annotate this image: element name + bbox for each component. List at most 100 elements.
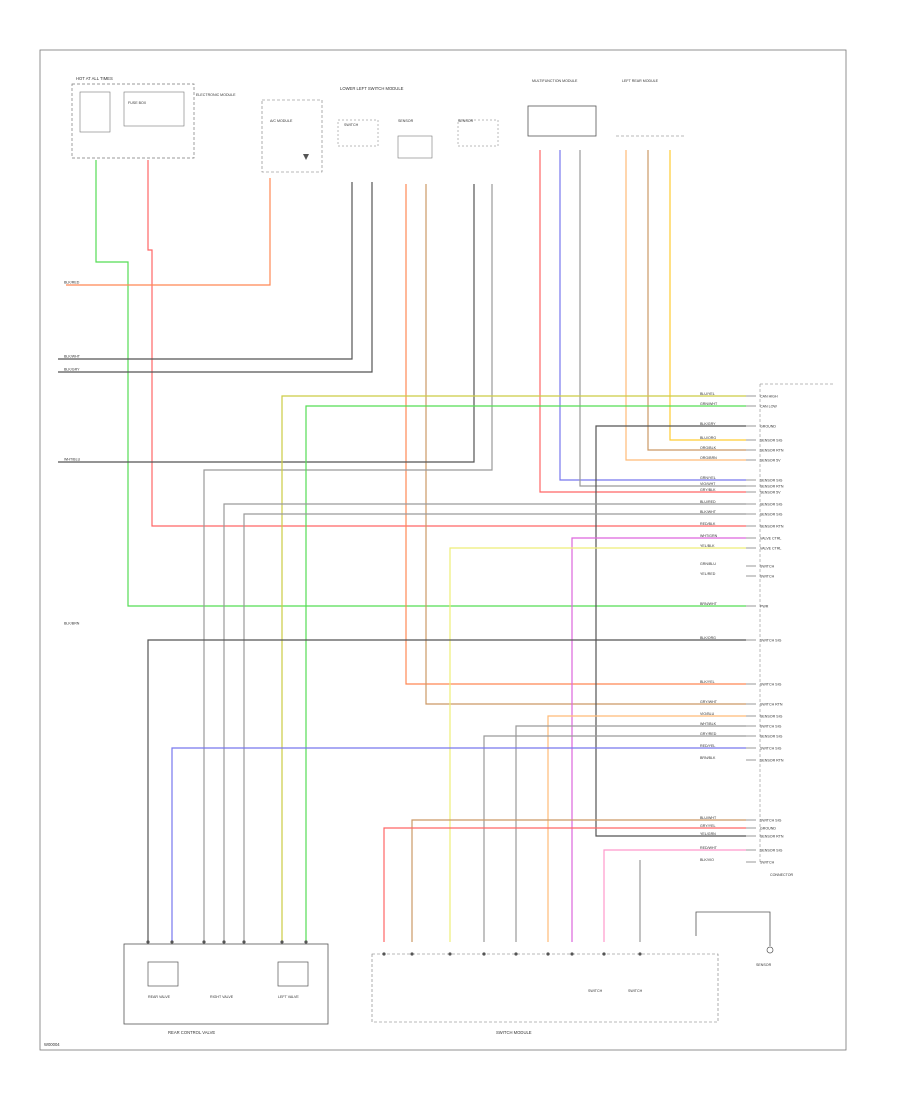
switch-module-sw2: SWITCH: [628, 989, 643, 993]
sensor-ground-wire: [58, 184, 475, 463]
rear-control-valve-label: REAR CONTROL VALVE: [168, 1030, 215, 1035]
module-gray-wire: [579, 150, 746, 487]
pin-wire-label: GRN/YEL: [700, 476, 716, 480]
pin-wire-label: GRY/WHT: [700, 700, 718, 704]
red-switch-wire: [383, 827, 746, 942]
switch-module-label: SWITCH MODULE: [496, 1030, 532, 1035]
pin-wire-label: YEL/RED: [700, 572, 716, 576]
pin-wire-label: VIO/WHT: [700, 482, 716, 486]
magenta-switch-wire: [571, 537, 746, 942]
pin-signal-name: SWITCH SIG: [760, 638, 782, 642]
black-wire-2: [58, 182, 373, 373]
pin-signal-name: GROUND: [760, 424, 776, 428]
sensor-2-label: SENSOR: [458, 119, 474, 123]
left-rear-module: LEFT REAR MODULE: [616, 79, 686, 137]
sensor-1-label: SENSOR: [398, 119, 414, 123]
module-purple-wire: [559, 150, 746, 481]
pin-wire-label: BLK/YEL: [700, 680, 715, 684]
yellow-switch-wire: [449, 547, 746, 942]
pin-signal-name: SENSOR RTN: [760, 448, 784, 452]
module-red-wire: [539, 150, 746, 493]
wires: [58, 150, 746, 942]
pin-wire-label: RED/YEL: [700, 744, 715, 748]
pin-signal-name: SWITCH SIG: [760, 724, 782, 728]
gray-valve-wire-3: [243, 513, 746, 942]
pin-signal-name: VALVE CTRL: [760, 536, 781, 540]
switch-module: SWITCH MODULE SWITCH SWITCH: [371, 953, 719, 1035]
red-wire: [147, 160, 746, 527]
switch-terminal: [546, 952, 550, 956]
pin-wire-label: BRN/WHT: [700, 602, 718, 606]
pin-wire-label: ORG/BRN: [700, 456, 717, 460]
pin-wire-label: GRY/RED: [700, 732, 717, 736]
pin-wire-label: RED/BLK: [700, 522, 716, 526]
pink-switch-wire: [603, 849, 746, 942]
pin-signal-name: SENSOR 5V: [760, 458, 781, 462]
orange-switch-wire: [547, 715, 746, 942]
fuse-box-title: HOT AT ALL TIMES: [76, 76, 113, 81]
lower-left-switch-module: LOWER LEFT SWITCH MODULE SWITCH SENSOR S…: [337, 86, 499, 159]
module-label: ELECTRONIC MODULE: [196, 93, 236, 97]
pin-signal-name: SENSOR RTN: [760, 484, 784, 488]
pin-signal-name: SWITCH SIG: [760, 818, 782, 822]
valve-sub-2: RIGHT VALVE: [210, 995, 234, 999]
green-wire: [95, 160, 746, 607]
fuse-box-inner-label: FUSE BOX: [128, 101, 147, 105]
pin-wire-label: BLK/ORG: [700, 636, 716, 640]
pin-signal-name: SWITCH: [760, 860, 775, 864]
pin-signal-name: SENSOR SIG: [760, 512, 783, 516]
purple-valve-wire: [171, 747, 746, 942]
valve-sub-1: REAR VALVE: [148, 995, 171, 999]
valve-terminal: [222, 940, 226, 944]
ground-loop-wire: [595, 425, 746, 837]
switch-terminal: [570, 952, 574, 956]
pin-signal-name: SENSOR SIG: [760, 848, 783, 852]
pin-signal-name: SWITCH SIG: [760, 746, 782, 750]
switch-module-title: LOWER LEFT SWITCH MODULE: [340, 86, 404, 91]
pin-wire-label: YEL/BLK: [700, 544, 715, 548]
pin-wire-label: RED/WHT: [700, 846, 718, 850]
switch-terminal: [602, 952, 606, 956]
left-net-label: WHT/BLU: [64, 458, 81, 462]
pin-signal-name: SENSOR RTN: [760, 758, 784, 762]
gray-switch-wire-1: [515, 725, 746, 942]
pin-signal-name: SENSOR SIG: [760, 438, 783, 442]
rear-orange-wire: [625, 150, 746, 461]
black-wire-1: [58, 182, 353, 360]
switch-1-label: SWITCH: [344, 123, 359, 127]
switch-terminal: [638, 952, 642, 956]
pin-wire-label: BLK/GRY: [700, 422, 716, 426]
pin-signal-name: PWR: [760, 604, 769, 608]
valve-sub-3: LEFT VALVE: [278, 995, 299, 999]
switch-terminal: [410, 952, 414, 956]
valve-terminal: [280, 940, 284, 944]
right-connector: CONNECTOR: [759, 383, 835, 877]
left-net-label: BLK/RED: [64, 281, 80, 285]
switch-module-sw1: SWITCH: [588, 989, 603, 993]
rear-tan-wire: [647, 150, 746, 451]
valve-terminal: [202, 940, 206, 944]
ac-module: A/C MODULE: [261, 99, 323, 173]
valve-terminal: [170, 940, 174, 944]
switch-terminal: [382, 952, 386, 956]
orange-sensor-wire: [405, 184, 746, 685]
pin-wire-label: ORG/BLK: [700, 446, 717, 450]
pin-wire-label: BLK/VIO: [700, 858, 714, 862]
can-high-wire: [281, 395, 746, 942]
pin-wire-label: BLU/ORG: [700, 436, 716, 440]
pin-wire-label: GRN/BLU: [700, 562, 716, 566]
pin-signal-name: SENSOR SIG: [760, 478, 783, 482]
pin-wire-label: GRY/YEL: [700, 824, 716, 828]
pin-wire-label: GRN/WHT: [700, 402, 718, 406]
pin-wire-label: VIO/BLU: [700, 712, 715, 716]
pin-signal-name: SENSOR SIG: [760, 714, 783, 718]
gray-valve-wire-1: [203, 184, 493, 942]
pin-wire-label: GRY/BLK: [700, 488, 716, 492]
pin-wire-label: BLU/WHT: [700, 816, 717, 820]
pin-signal-name: CAN HIGH: [760, 394, 778, 398]
left-net-label: BLK/BRN: [64, 622, 80, 626]
diagram-frame: [39, 49, 847, 1051]
rear-control-valve: REAR VALVE RIGHT VALVE LEFT VALVE REAR C…: [123, 943, 329, 1035]
